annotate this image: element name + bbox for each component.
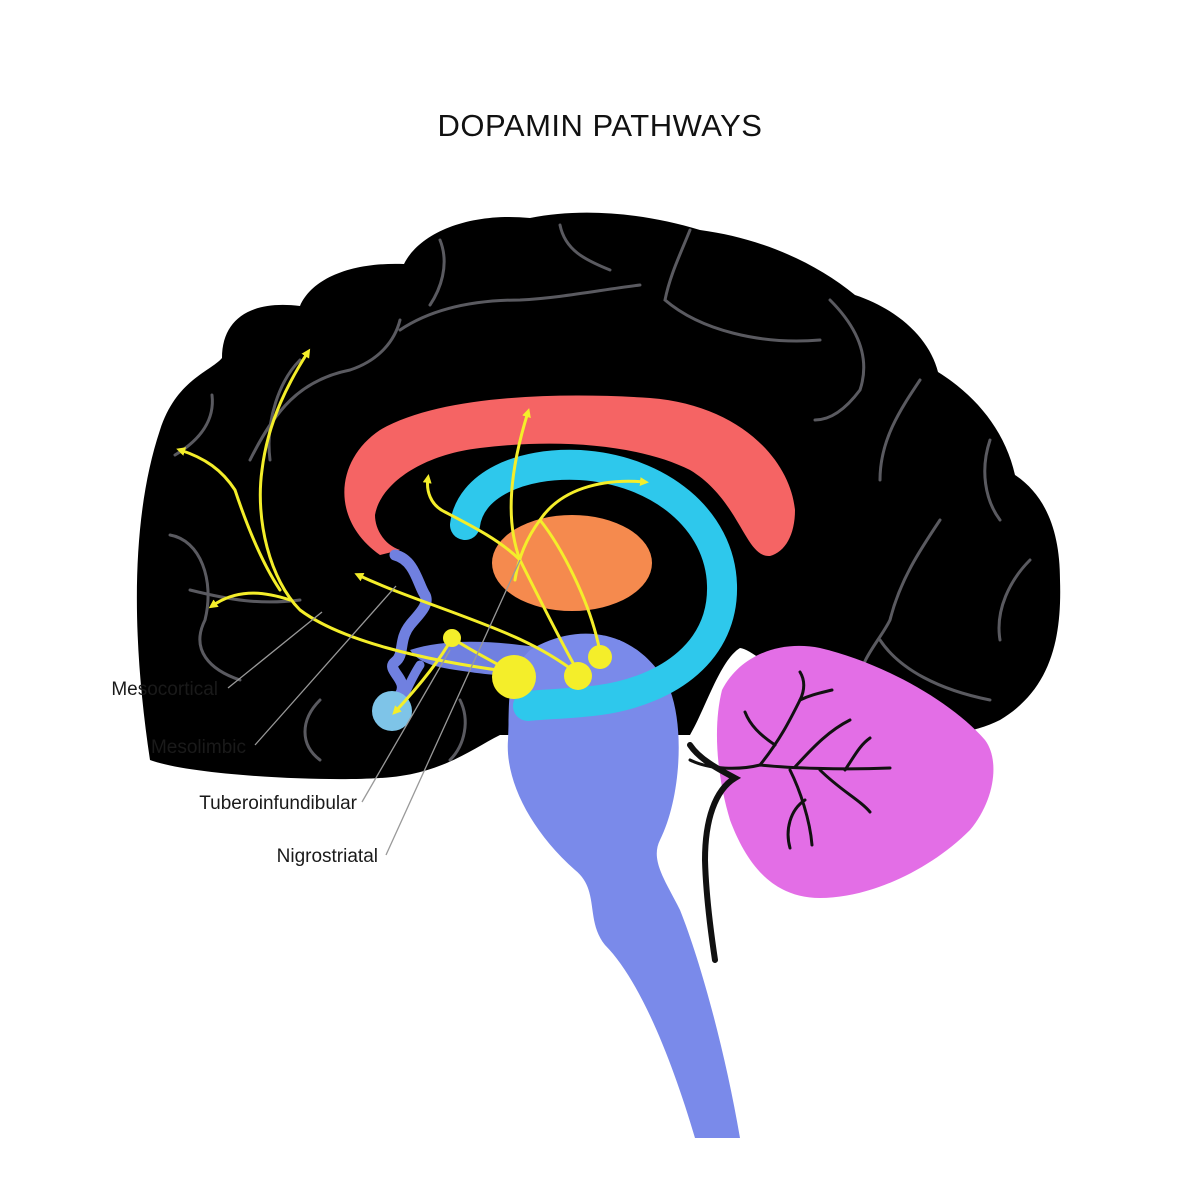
caudate-nucleus [450,449,738,721]
nigra-secondary [588,645,612,669]
dopamine-nuclei [443,629,612,699]
pituitary-gland [372,691,412,731]
diagram-title: DOPAMIN PATHWAYS [437,108,763,143]
corpus-callosum [344,395,795,557]
label-nigrostriatal: Nigrostriatal [277,846,378,867]
leader-nigrostriatal [385,559,521,856]
cerebrum [136,212,1061,780]
label-mesocortical: Mesocortical [111,679,218,700]
arcuate-nucleus [443,629,461,647]
thalamus [492,515,652,611]
leader-lines [227,559,521,856]
fornix [387,549,432,701]
mesocortical-pathway [258,348,514,674]
sulci [168,223,1032,762]
leader-mesolimbic [254,585,397,746]
ventral-tegmental-area [492,655,536,699]
cerebellum [716,645,994,898]
brainstem [507,633,740,1138]
mesolimbic-pathway [354,573,577,674]
leader-mesocortical [227,611,323,689]
dopamine-pathways [176,348,649,715]
label-mesolimbic: Mesolimbic [151,737,246,758]
label-tuberoinfundibular: Tuberoinfundibular [199,793,357,814]
nerve-line [687,742,742,963]
leader-tuberoinfundibular [361,649,451,803]
substantia-nigra [564,662,592,690]
